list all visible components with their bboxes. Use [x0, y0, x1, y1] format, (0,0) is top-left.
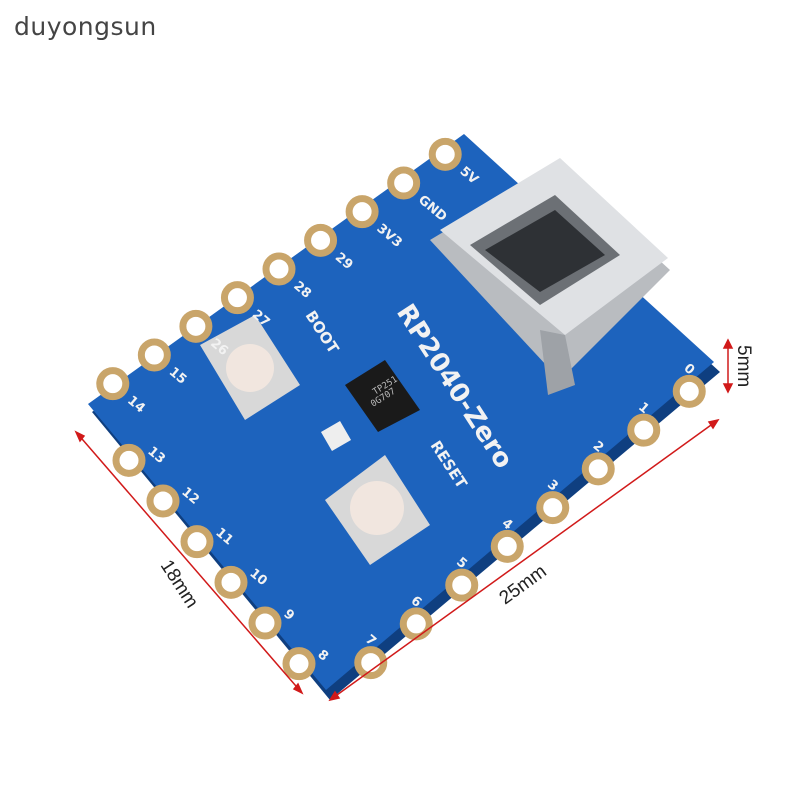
pin-pad: [214, 565, 248, 599]
pin-pad: [581, 452, 615, 486]
pin-pad: [490, 529, 524, 563]
pin-pad: [627, 413, 661, 447]
pin-pad: [220, 281, 254, 315]
usb-c-connector: [430, 158, 670, 395]
pin-pad: [179, 309, 213, 343]
pin-pad: [399, 607, 433, 641]
pin-pad: [248, 606, 282, 640]
height-dimension: 18mm: [156, 556, 202, 612]
boot-button[interactable]: [200, 315, 300, 420]
pin-pad: [304, 223, 338, 257]
pin-pad: [112, 443, 146, 477]
pin-pad: [282, 647, 316, 681]
thickness-dimension: 5mm: [733, 345, 754, 387]
dimension-lines: [74, 338, 734, 702]
rgb-led: [320, 420, 352, 452]
pin-pad: [672, 374, 706, 408]
pin-pad: [428, 137, 462, 171]
pin-pad: [180, 525, 214, 559]
watermark: duyongsun: [14, 12, 157, 41]
pin-pad: [536, 491, 570, 525]
pin-pad: [445, 568, 479, 602]
pin-pad: [146, 484, 180, 518]
width-dimension: 25mm: [496, 561, 551, 609]
pin-pad: [96, 367, 130, 401]
pin-pads: [96, 137, 706, 681]
pin-pad: [137, 338, 171, 372]
pin-pad: [354, 646, 388, 680]
chip: TP251 0G707: [345, 360, 420, 432]
reset-button[interactable]: [325, 455, 430, 565]
pin-pad: [262, 252, 296, 286]
pin-pad: [345, 195, 379, 229]
pin-pad: [387, 166, 421, 200]
